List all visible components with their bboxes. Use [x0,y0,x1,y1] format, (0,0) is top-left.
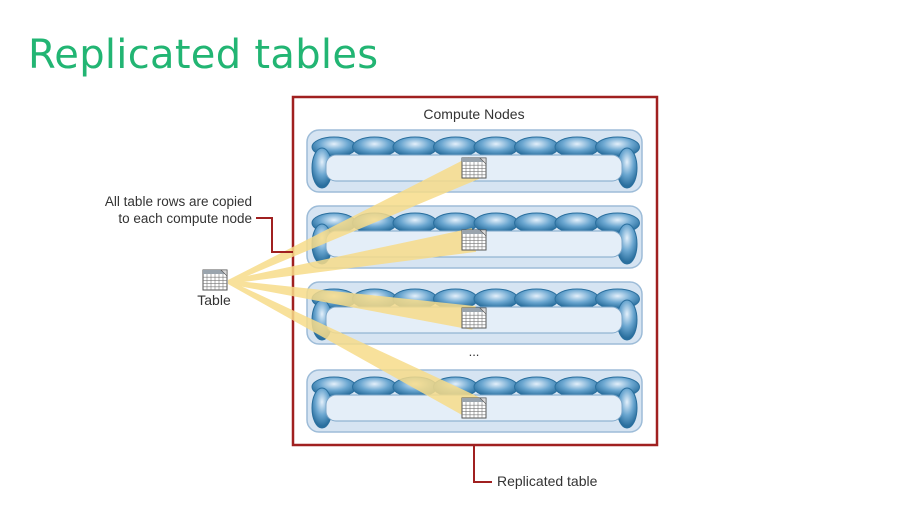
replication-beam-4 [228,280,480,419]
disk [514,288,559,310]
callout-copy-line1: All table rows are copied [105,194,252,209]
table-icon [461,157,487,179]
compute-nodes-label: Compute Nodes [423,106,524,122]
callout-replicated-label: Replicated table [497,473,598,489]
slide-title: Replicated tables [28,32,379,78]
disk [473,288,519,310]
disk [514,136,559,158]
disk [433,136,478,158]
disk [352,376,397,398]
replication-beam-2 [228,228,477,284]
table-icon [461,229,487,251]
disk [352,136,397,158]
disk [554,376,600,398]
replication-beam-3 [228,280,476,330]
table-icon [461,397,487,419]
table-icon [461,307,487,329]
disk [473,376,519,398]
table-icon [202,269,228,291]
disk [514,212,559,234]
disk [392,136,438,158]
compute-node-1 [306,129,643,193]
disk [392,212,438,234]
source-table-icon [202,269,228,291]
callout-copy-leader [256,217,293,253]
callout-replicated-leader [473,445,492,483]
node-table-icons [461,157,487,419]
source-table-label: Table [197,292,231,308]
disk [554,288,600,310]
callout-copy-line2: to each compute node [118,211,252,226]
disk [554,212,600,234]
disk [514,376,559,398]
disk [473,136,519,158]
more-nodes-ellipsis: ... [469,344,480,359]
disk [554,136,600,158]
